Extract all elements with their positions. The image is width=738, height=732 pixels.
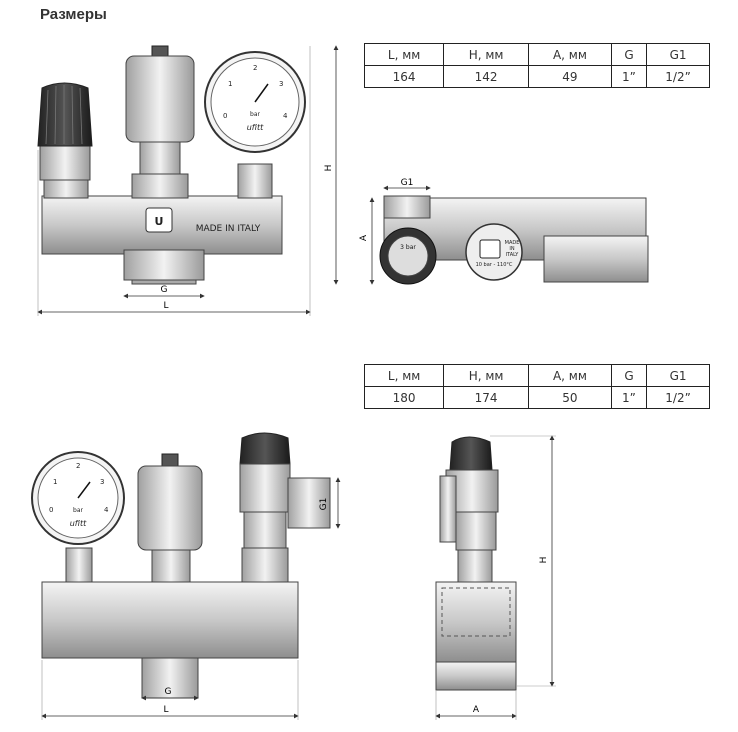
bottom-fitting-edge	[131, 279, 197, 285]
safety-valve-outlet	[287, 477, 331, 529]
vent-cap	[151, 45, 169, 57]
header-cell: L, мм	[363, 364, 445, 387]
side2-bottom	[435, 661, 517, 691]
table-header-row: L, мм H, мм A, мм G G1	[363, 43, 710, 66]
gauge-unit-2: bar	[73, 507, 83, 514]
gauge-tick-4: 4	[283, 112, 288, 120]
air-vent-base	[131, 173, 189, 199]
dimensions-table-1: L, мм H, мм A, мм G G1 164 142 49 1” 1/2…	[363, 43, 710, 88]
bottom-fitting	[123, 249, 205, 281]
vent-cap-2	[161, 453, 179, 467]
dim-label-g1: G1	[401, 178, 414, 188]
gauge-tick-2: 2	[253, 64, 257, 72]
body-text: MADE IN ITALY	[196, 224, 261, 234]
dim-label-h: H	[324, 165, 334, 172]
side2-body-inset	[441, 587, 511, 637]
side-gauge-housing	[543, 235, 649, 283]
value-cell: 142	[443, 65, 529, 88]
air-vent-body-2	[137, 465, 203, 551]
gauge-needle	[254, 83, 269, 103]
side-valve-face	[387, 235, 429, 277]
dim-label-g: G	[161, 285, 168, 295]
gauge-brand: ufitt	[247, 123, 264, 132]
gauge2-tick-4: 4	[104, 506, 109, 514]
safety-valve-nut-2	[243, 511, 287, 549]
value-cell: 50	[528, 386, 612, 409]
safety-valve-cap	[37, 82, 93, 147]
dim-label-a-2: A	[473, 705, 480, 715]
gauge-needle-2	[77, 481, 91, 499]
gauge-brand-2: ufitt	[70, 519, 87, 528]
gauge2-tick-2: 2	[76, 462, 80, 470]
side-label-1: MADE	[505, 240, 520, 246]
bottom-fitting-2	[141, 657, 199, 699]
gauge-unit: bar	[250, 111, 260, 118]
gauge-tick-3: 3	[279, 80, 283, 88]
drawing-2-side-view: H A	[435, 435, 556, 720]
dim-label-a: A	[359, 234, 369, 241]
dim-label-g-2: G	[165, 687, 172, 697]
cap-ribs	[45, 85, 83, 145]
value-cell: 180	[363, 386, 445, 409]
drawing-1-front-view: U MADE IN ITALY 0 1 2 3 4 bar ufitt L G …	[37, 45, 339, 316]
logo-icon	[145, 207, 173, 233]
table-header-row: L, мм H, мм A, мм G G1	[363, 364, 710, 387]
logo-glyph: U	[155, 215, 164, 228]
header-cell: L, мм	[363, 43, 445, 66]
value-cell: 49	[528, 65, 612, 88]
dim-label-g1-2: G1	[319, 498, 329, 511]
header-cell: G1	[646, 364, 710, 387]
value-cell: 164	[363, 65, 445, 88]
page-title: Размеры	[40, 6, 107, 23]
gauge-tick-0: 0	[223, 112, 227, 120]
dimensions-table-2: L, мм H, мм A, мм G G1 180 174 50 1” 1/2…	[363, 364, 710, 409]
side2-valve-cap	[449, 436, 493, 471]
side-fitting-g1	[383, 195, 431, 219]
side-rating: 10 bar - 110°C	[476, 262, 513, 268]
dim-label-l-2: L	[163, 705, 168, 715]
value-cell: 1/2”	[646, 386, 710, 409]
air-vent-nut-2	[151, 549, 191, 583]
side2-valve-base	[457, 549, 493, 583]
drawing-2-front-view: 0 1 2 3 4 bar ufitt L G G1	[31, 432, 341, 720]
side2-body	[435, 581, 517, 663]
header-cell: G	[610, 43, 648, 66]
table-row: 180 174 50 1” 1/2”	[363, 386, 710, 409]
table-row: 164 142 49 1” 1/2”	[363, 65, 710, 88]
gauge-fitting-2	[65, 547, 93, 583]
header-cell: G1	[646, 43, 710, 66]
air-vent-nut	[139, 141, 181, 177]
safety-valve-cap-2	[239, 432, 291, 465]
gauge2-tick-3: 3	[100, 478, 104, 486]
safety-valve-body	[39, 145, 91, 181]
side-label-2: IN	[509, 246, 514, 252]
air-vent-body	[125, 55, 195, 143]
side2-valve-nut	[455, 511, 497, 551]
dim-label-l: L	[163, 301, 168, 311]
gauge2-tick-0: 0	[49, 506, 53, 514]
value-cell: 174	[443, 386, 529, 409]
side-valve-text: 3 bar	[400, 244, 416, 251]
gauge-tick-1: 1	[228, 80, 232, 88]
value-cell: 1/2”	[646, 65, 710, 88]
gauge-fitting	[237, 163, 273, 199]
side-logo-icon	[479, 239, 501, 259]
side-label-3: ITALY	[506, 252, 520, 258]
manifold-body-2	[41, 581, 299, 659]
side2-gauge-edge	[439, 475, 457, 543]
value-cell: 1”	[610, 65, 648, 88]
drawing-1-side-view: 3 bar MADE IN ITALY 10 bar - 110°C G1 A	[359, 178, 649, 285]
safety-valve-body-2	[239, 463, 291, 513]
gauge2-tick-1: 1	[53, 478, 57, 486]
safety-valve-nut	[43, 177, 89, 199]
dim-label-h-2: H	[539, 557, 549, 564]
header-cell: A, мм	[528, 43, 612, 66]
header-cell: H, мм	[443, 43, 529, 66]
safety-valve-base-2	[241, 547, 289, 583]
value-cell: 1”	[610, 386, 648, 409]
